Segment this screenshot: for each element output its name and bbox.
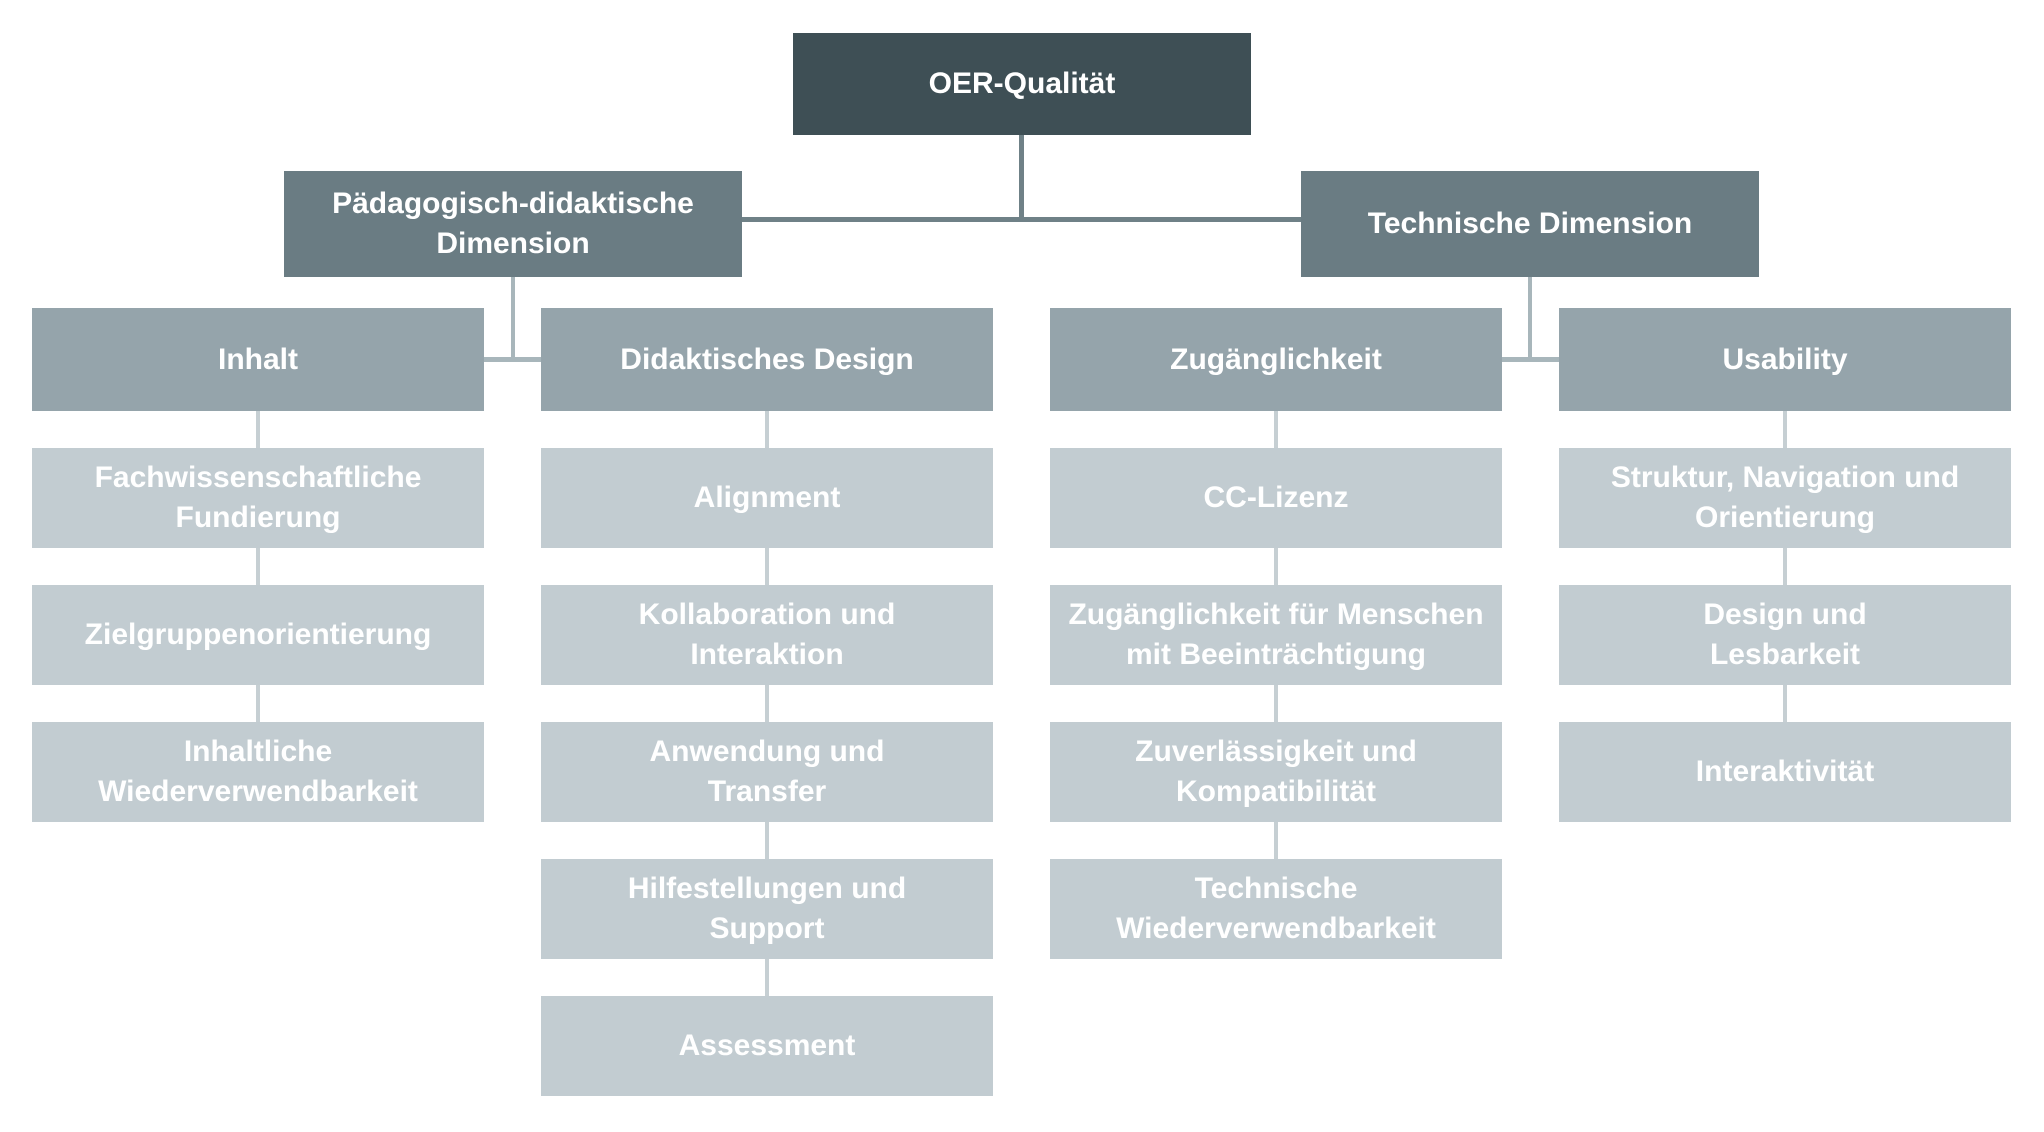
- connector-inhalt-1: [255, 411, 261, 448]
- node-design-und-lesbarkeit: Design und Lesbarkeit: [1559, 585, 2011, 685]
- node-zielgruppenorientierung: Zielgruppenorientierung: [32, 585, 484, 685]
- connector-zugaenglichkeit-3: [1273, 685, 1279, 722]
- connector-paedagogisch-horizontal: [484, 357, 541, 362]
- node-zuverlaessigkeit-und-kompatibilitaet: Zuverlässigkeit und Kompatibilität: [1050, 722, 1502, 822]
- node-didaktisches-design: Didaktisches Design: [541, 308, 993, 411]
- connector-zugaenglichkeit-4: [1273, 822, 1279, 859]
- node-usability: Usability: [1559, 308, 2011, 411]
- connector-zugaenglichkeit-2: [1273, 548, 1279, 585]
- connector-usability-2: [1782, 548, 1788, 585]
- node-cc-lizenz: CC-Lizenz: [1050, 448, 1502, 548]
- node-kollaboration-und-interaktion: Kollaboration und Interaktion: [541, 585, 993, 685]
- connector-root-drop: [1019, 135, 1024, 221]
- connector-didaktisch-5: [764, 959, 770, 996]
- connector-usability-3: [1782, 685, 1788, 722]
- connector-didaktisch-2: [764, 548, 770, 585]
- node-hilfestellungen-und-support: Hilfestellungen und Support: [541, 859, 993, 959]
- node-zugaenglichkeit: Zugänglichkeit: [1050, 308, 1502, 411]
- connector-paedagogisch-drop: [510, 277, 516, 361]
- node-paedagogisch-didaktische-dimension: Pädagogisch-didaktische Dimension: [284, 171, 742, 277]
- connector-didaktisch-3: [764, 685, 770, 722]
- node-oer-qualitaet: OER-Qualität: [793, 33, 1251, 135]
- connector-root-horizontal: [742, 217, 1301, 222]
- connector-technische-drop: [1527, 277, 1533, 361]
- node-struktur-navigation-orientierung: Struktur, Navigation und Orientierung: [1559, 448, 2011, 548]
- connector-usability-1: [1782, 411, 1788, 448]
- connector-zugaenglichkeit-1: [1273, 411, 1279, 448]
- node-fachwissenschaftliche-fundierung: Fachwissenschaftliche Fundierung: [32, 448, 484, 548]
- node-interaktivitaet: Interaktivität: [1559, 722, 2011, 822]
- connector-didaktisch-4: [764, 822, 770, 859]
- node-technische-dimension: Technische Dimension: [1301, 171, 1759, 277]
- connector-inhalt-3: [255, 685, 261, 722]
- node-zugaenglichkeit-fuer-menschen: Zugänglichkeit für Menschen mit Beeinträ…: [1050, 585, 1502, 685]
- node-assessment: Assessment: [541, 996, 993, 1096]
- node-technische-wiederverwendbarkeit: Technische Wiederverwendbarkeit: [1050, 859, 1502, 959]
- node-anwendung-und-transfer: Anwendung und Transfer: [541, 722, 993, 822]
- connector-didaktisch-1: [764, 411, 770, 448]
- node-inhalt: Inhalt: [32, 308, 484, 411]
- connector-technische-horizontal: [1502, 357, 1559, 362]
- node-inhaltliche-wiederverwendbarkeit: Inhaltliche Wiederverwendbarkeit: [32, 722, 484, 822]
- connector-inhalt-2: [255, 548, 261, 585]
- node-alignment: Alignment: [541, 448, 993, 548]
